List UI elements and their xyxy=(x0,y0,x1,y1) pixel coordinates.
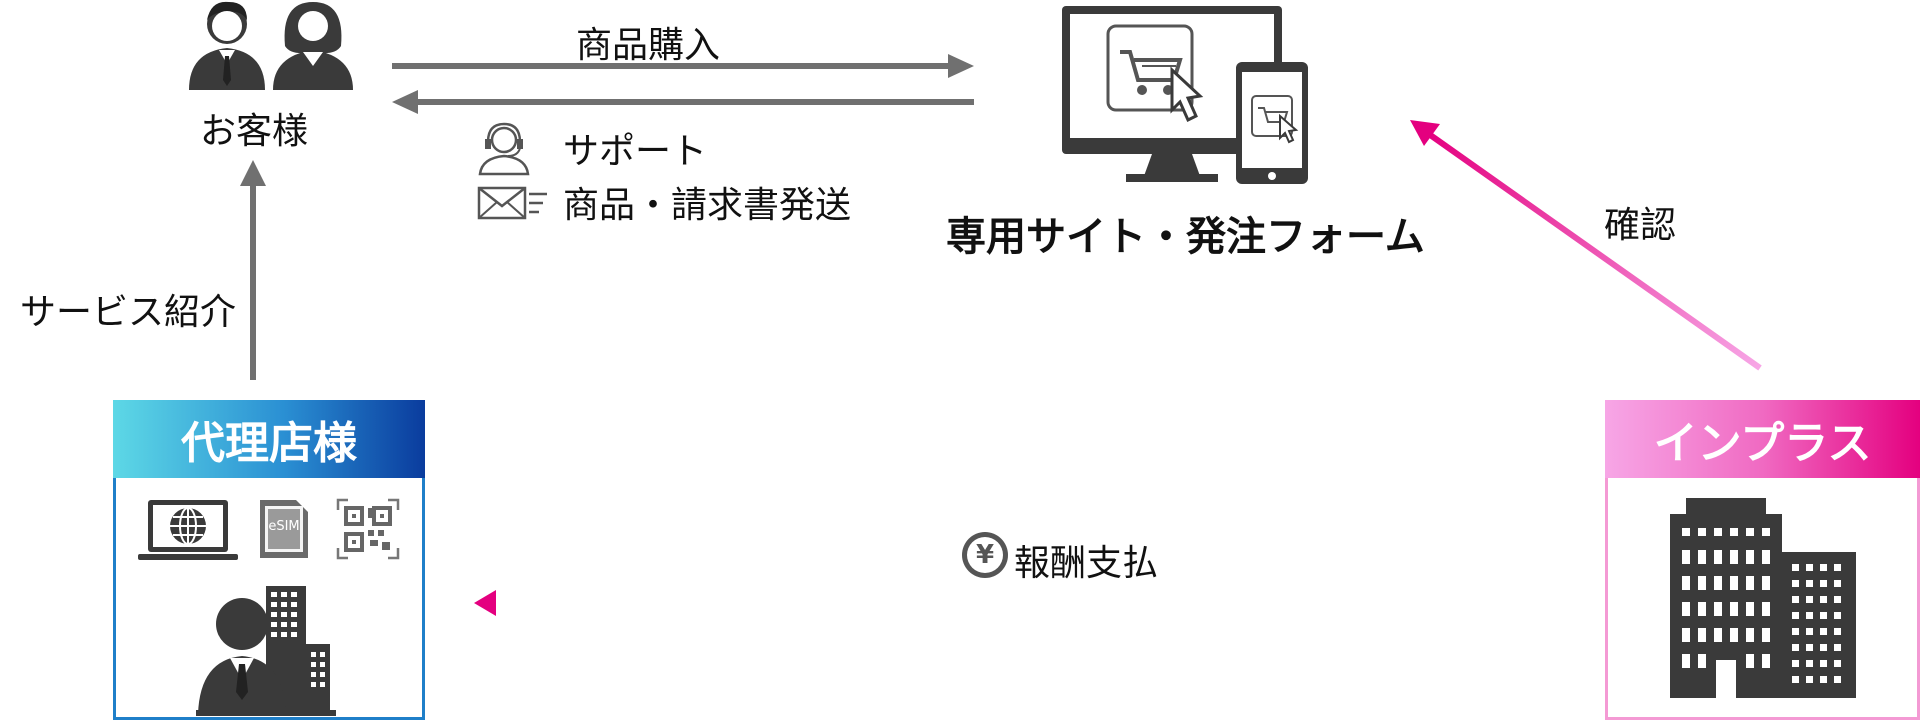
esim-text: eSIM xyxy=(268,519,300,534)
agent-business-icon xyxy=(196,586,336,716)
customers-icon xyxy=(189,1,353,90)
qr-code-icon xyxy=(336,498,400,560)
agent-header: 代理店様 xyxy=(113,400,425,478)
introduce-arrow xyxy=(240,160,266,380)
introduce-label: サービス紹介 xyxy=(20,292,237,333)
online-shop-devices-icon xyxy=(1062,6,1308,184)
esim-card-icon: eSIM xyxy=(258,498,310,560)
customer-label: お客様 xyxy=(200,111,309,152)
confirm-arrow xyxy=(1410,120,1762,371)
delivery-label: 商品・請求書発送 xyxy=(563,185,852,226)
agent-label: 代理店様 xyxy=(181,418,357,469)
support-label: サポート xyxy=(563,131,708,172)
inplus-box xyxy=(1605,400,1920,720)
mail-icon xyxy=(477,186,547,220)
yen-symbol: ¥ xyxy=(975,540,995,570)
confirm-label: 確認 xyxy=(1604,205,1677,246)
agent-box xyxy=(113,400,425,720)
laptop-globe-icon xyxy=(138,500,238,560)
office-building-icon xyxy=(1670,498,1856,698)
purchase-label: 商品購入 xyxy=(576,25,721,66)
reward-label: 報酬支払 xyxy=(1014,543,1159,584)
inplus-label: インプラス xyxy=(1653,418,1872,469)
inplus-header: インプラス xyxy=(1605,400,1920,478)
purchase-arrow xyxy=(392,54,974,78)
yen-icon: ¥ xyxy=(962,532,1008,578)
support-return-arrow xyxy=(392,90,974,114)
headset-operator-icon xyxy=(478,122,530,176)
reward-arrow xyxy=(474,590,1580,616)
site-label: 専用サイト・発注フォーム xyxy=(946,214,1425,260)
